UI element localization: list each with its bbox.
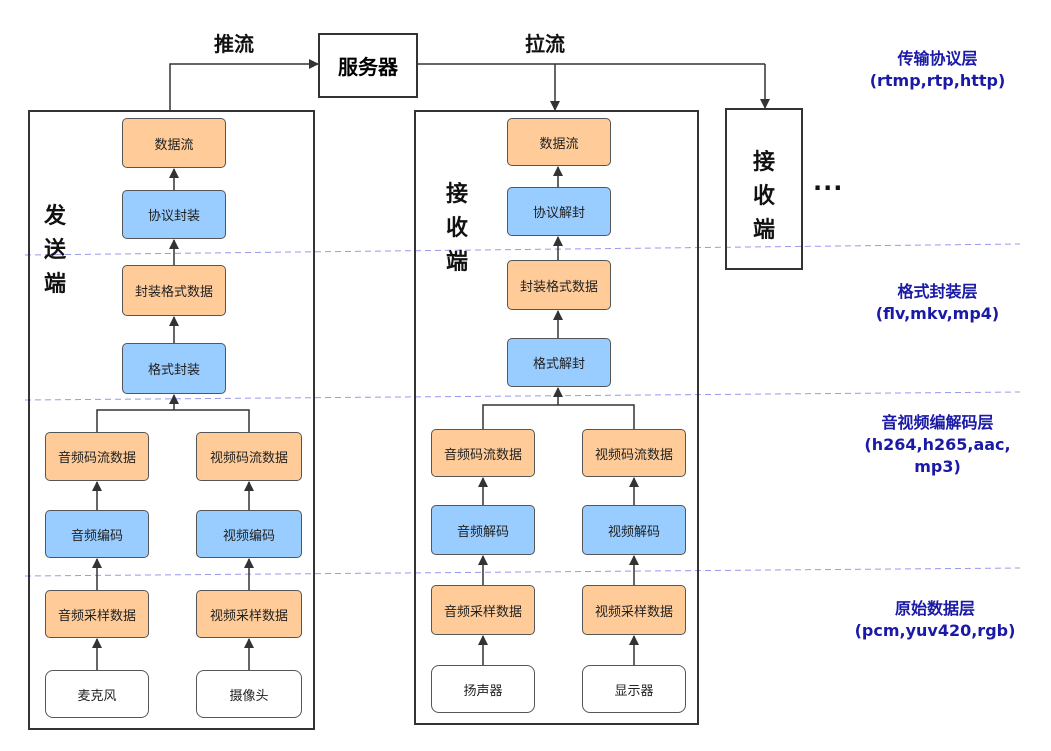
receiver-video-sample: 视频采样数据 <box>582 585 686 635</box>
sender-data-stream: 数据流 <box>122 118 226 168</box>
sender-video-stream: 视频码流数据 <box>196 432 302 481</box>
layer-transport: 传输协议层 (rtmp,rtp,http) <box>835 48 1040 92</box>
receiver-container-data: 封装格式数据 <box>507 260 611 310</box>
layer-codec-examples: (h264,h265,aac, <box>864 435 1011 454</box>
receiver-protocol-decap: 协议解封 <box>507 187 611 236</box>
push-arrow <box>169 59 319 110</box>
server-label: 服务器 <box>338 55 398 79</box>
sender-container-data: 封装格式数据 <box>122 265 226 316</box>
sender-protocol-encap: 协议封装 <box>122 190 226 239</box>
layer-raw-name: 原始数据层 <box>894 599 975 618</box>
layer-container-examples: (flv,mkv,mp4) <box>875 304 1000 323</box>
sender-mic: 麦克风 <box>45 670 149 718</box>
push-label: 推流 <box>214 32 254 56</box>
receiver2-frame <box>725 108 803 270</box>
layer-codec: 音视频编解码层 (h264,h265,aac, mp3) <box>835 412 1040 478</box>
divider-transport <box>24 243 1021 256</box>
sender-audio-sample: 音频采样数据 <box>45 590 149 638</box>
receiver-frame <box>414 110 699 725</box>
layer-codec-examples2: mp3) <box>914 457 961 476</box>
sender-title: 发送端 <box>43 204 66 297</box>
receiver-audio-decode: 音频解码 <box>431 505 535 555</box>
sender-audio-stream: 音频码流数据 <box>45 432 149 481</box>
layer-container-name: 格式封装层 <box>897 282 978 301</box>
layer-transport-name: 传输协议层 <box>897 49 978 68</box>
layer-raw: 原始数据层 (pcm,yuv420,rgb) <box>825 598 1045 642</box>
sender-audio-encode: 音频编码 <box>45 510 149 558</box>
sender-video-encode: 视频编码 <box>196 510 302 558</box>
sender-format-encap: 格式封装 <box>122 343 226 394</box>
merge-s <box>96 409 250 432</box>
receiver-format-decap: 格式解封 <box>507 338 611 387</box>
receiver-speaker: 扬声器 <box>431 665 535 713</box>
more-ellipsis: ... <box>813 168 844 196</box>
divider-codec <box>24 567 1021 577</box>
receiver-data-stream: 数据流 <box>507 118 611 166</box>
receiver-audio-stream: 音频码流数据 <box>431 429 535 477</box>
layer-codec-name: 音视频编解码层 <box>881 413 994 432</box>
receiver-video-decode: 视频解码 <box>582 505 686 555</box>
layer-transport-examples: (rtmp,rtp,http) <box>869 71 1006 90</box>
receiver-audio-sample: 音频采样数据 <box>431 585 535 635</box>
pull-label: 拉流 <box>525 32 565 56</box>
sender-camera: 摄像头 <box>196 670 302 718</box>
receiver-title: 接收端 <box>445 182 468 275</box>
sender-video-sample: 视频采样数据 <box>196 590 302 638</box>
receiver2-title: 接收端 <box>752 150 775 243</box>
sender-frame <box>28 110 315 730</box>
receiver-video-stream: 视频码流数据 <box>582 429 686 477</box>
receiver-display: 显示器 <box>582 665 686 713</box>
merge-r <box>482 404 635 429</box>
server-box: 服务器 <box>318 33 418 98</box>
layer-container: 格式封装层 (flv,mkv,mp4) <box>835 281 1040 325</box>
layer-raw-examples: (pcm,yuv420,rgb) <box>854 621 1016 640</box>
layer-dividers <box>24 243 1021 577</box>
divider-container <box>24 391 1021 401</box>
